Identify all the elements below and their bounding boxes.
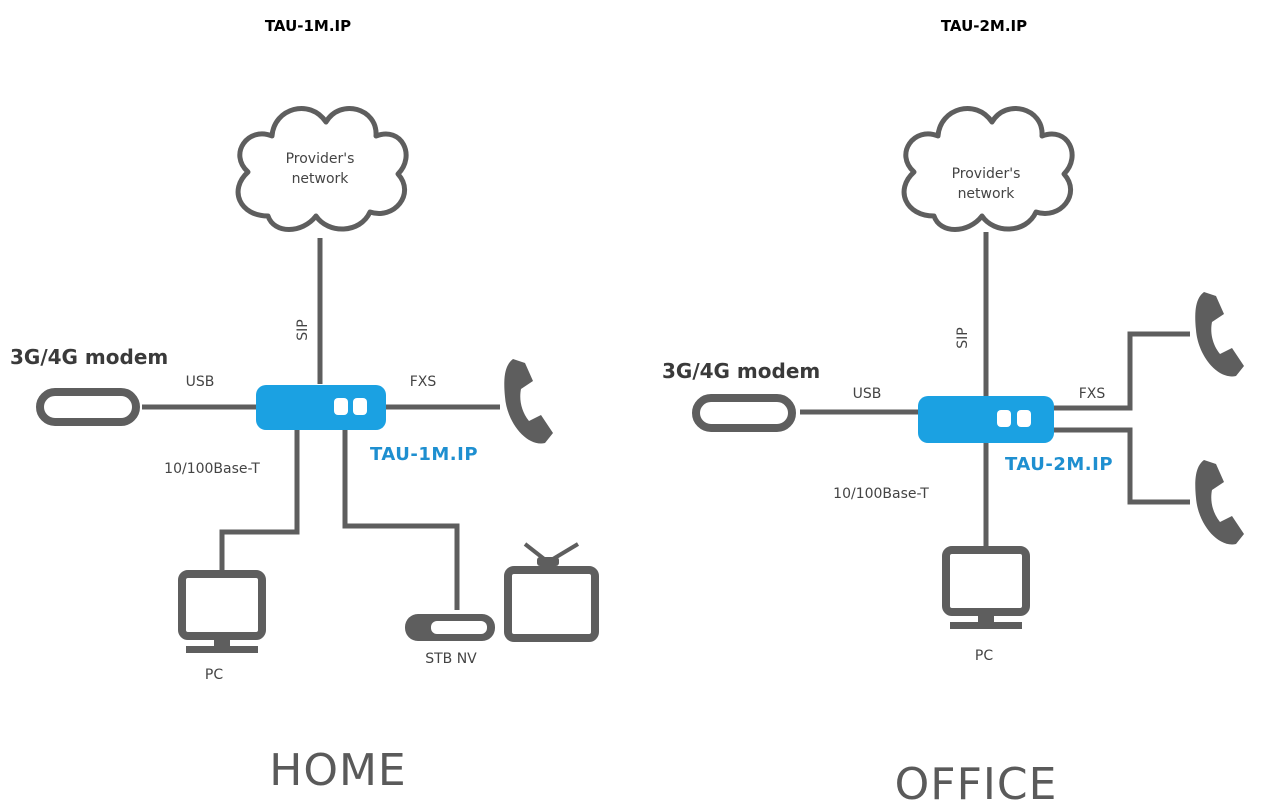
office-usb-label: USB [853, 386, 882, 402]
office-scene-label: OFFICE [895, 759, 1058, 806]
home-ethernet-link [219, 428, 300, 574]
office-cloud-label-line1: Provider's [952, 166, 1021, 182]
office-title: TAU-2M.IP [941, 17, 1027, 35]
home-scene: TAU-1M.IP Provider's network SIP 3G/4G m… [10, 17, 599, 796]
router-icon [918, 396, 1054, 443]
cloud-icon [238, 108, 406, 229]
phone-icon [504, 359, 553, 444]
set-top-box-icon [405, 614, 495, 641]
office-scene: TAU-2M.IP Provider's network SIP 3G/4G m… [662, 17, 1244, 806]
phone-icon [1195, 460, 1244, 545]
home-title: TAU-1M.IP [265, 17, 351, 35]
modem-icon [40, 392, 136, 422]
home-pc-label: PC [205, 667, 223, 683]
office-modem-label: 3G/4G modem [662, 359, 820, 383]
home-usb-label: USB [186, 374, 215, 390]
office-router-label: TAU-2M.IP [1005, 454, 1113, 475]
tv-icon [504, 542, 599, 642]
home-fxs-label: FXS [410, 374, 437, 390]
office-fxs-link-1 [1054, 331, 1190, 411]
home-modem-label: 3G/4G modem [10, 345, 168, 369]
office-fxs-label: FXS [1079, 386, 1106, 402]
home-stb-link [342, 428, 460, 610]
pc-icon [182, 574, 262, 653]
home-scene-label: HOME [269, 745, 406, 796]
home-cloud-label-line1: Provider's [286, 151, 355, 167]
office-sip-label: SIP [955, 327, 971, 348]
home-cloud-label-line2: network [292, 171, 350, 187]
router-icon [256, 385, 386, 430]
pc-icon [946, 550, 1026, 629]
modem-icon [696, 398, 792, 428]
home-stb-label: STB NV [425, 651, 477, 667]
office-cloud-label-line2: network [958, 186, 1016, 202]
phone-icon [1195, 292, 1244, 377]
office-fxs-link-2 [1054, 427, 1190, 505]
office-ethernet-label: 10/100Base-T [833, 486, 929, 502]
home-ethernet-label: 10/100Base-T [164, 461, 260, 477]
home-sip-label: SIP [295, 319, 311, 340]
office-pc-label: PC [975, 648, 993, 664]
home-router-label: TAU-1M.IP [370, 444, 478, 465]
